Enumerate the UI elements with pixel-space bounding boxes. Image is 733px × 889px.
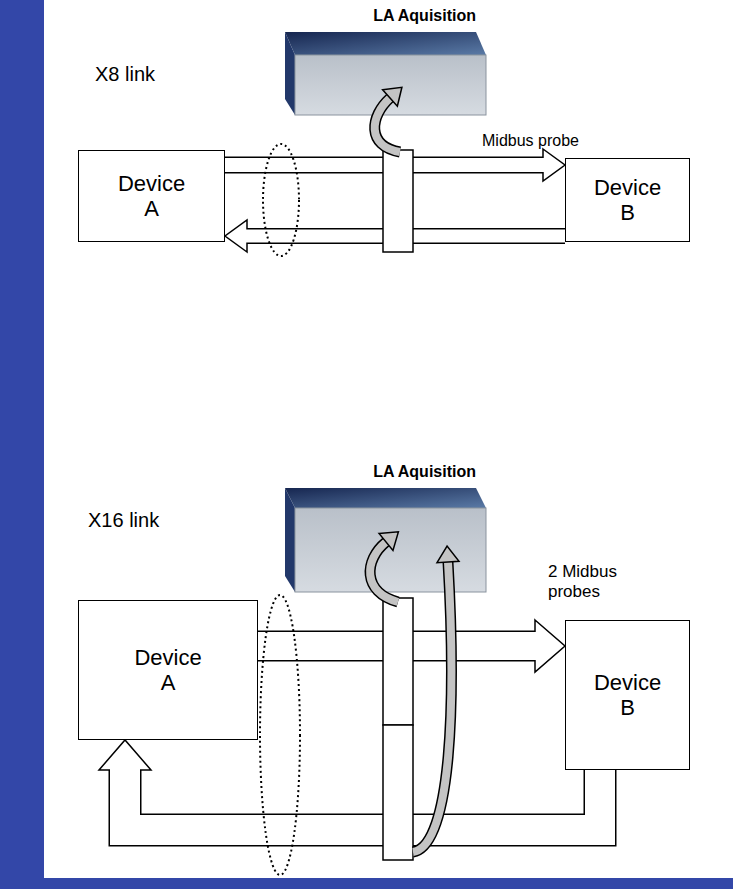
capture-arrow-outline xyxy=(370,542,398,602)
box-label: Device A xyxy=(134,645,201,696)
capture-arrow-head xyxy=(379,532,398,551)
unit-top xyxy=(285,488,486,508)
diagram-label: Midbus probe xyxy=(482,131,579,150)
link-ellipse xyxy=(260,595,300,875)
device-box: Device A xyxy=(78,600,258,740)
acquisition-box: LA Aquisition xyxy=(280,458,494,594)
capture-arrow-fill xyxy=(370,542,398,602)
probe-bar xyxy=(383,598,413,725)
box-heading: LA Aquisition xyxy=(280,458,494,482)
unit-front xyxy=(295,55,486,115)
box-label: Device B xyxy=(594,175,661,226)
box-label: Device B xyxy=(594,670,661,721)
capture-arrow-outline xyxy=(375,98,400,152)
box-heading: LA Aquisition xyxy=(280,2,494,26)
diagram-label: X16 link xyxy=(88,508,159,532)
link-arrow xyxy=(99,740,600,830)
unit-front xyxy=(295,508,486,592)
probe-bar xyxy=(383,150,413,252)
diagram-label: 2 Midbus probes xyxy=(548,562,638,603)
capture-arrow xyxy=(370,532,398,602)
box-label: Device A xyxy=(118,171,185,222)
capture-arrow-outline xyxy=(413,562,451,852)
device-box: Device B xyxy=(565,158,690,242)
device-box: Device A xyxy=(78,150,225,242)
arrow-head xyxy=(225,220,247,252)
diagram-label: X8 link xyxy=(95,62,155,86)
link-body xyxy=(125,768,600,830)
arrow-head xyxy=(535,620,565,672)
capture-arrow-fill xyxy=(413,562,451,852)
capture-arrow-head xyxy=(437,546,459,563)
arrow-head xyxy=(99,740,151,770)
capture-arrow xyxy=(375,87,402,152)
probe-bar xyxy=(383,725,413,860)
link-ellipse xyxy=(263,144,299,256)
capture-arrow xyxy=(413,546,459,852)
arrow-head xyxy=(543,149,565,181)
capture-arrow-fill xyxy=(375,98,400,152)
device-box: Device B xyxy=(565,620,690,770)
acquisition-box: LA Aquisition xyxy=(280,2,494,120)
capture-arrow-head xyxy=(383,87,402,106)
unit-top xyxy=(285,32,486,55)
